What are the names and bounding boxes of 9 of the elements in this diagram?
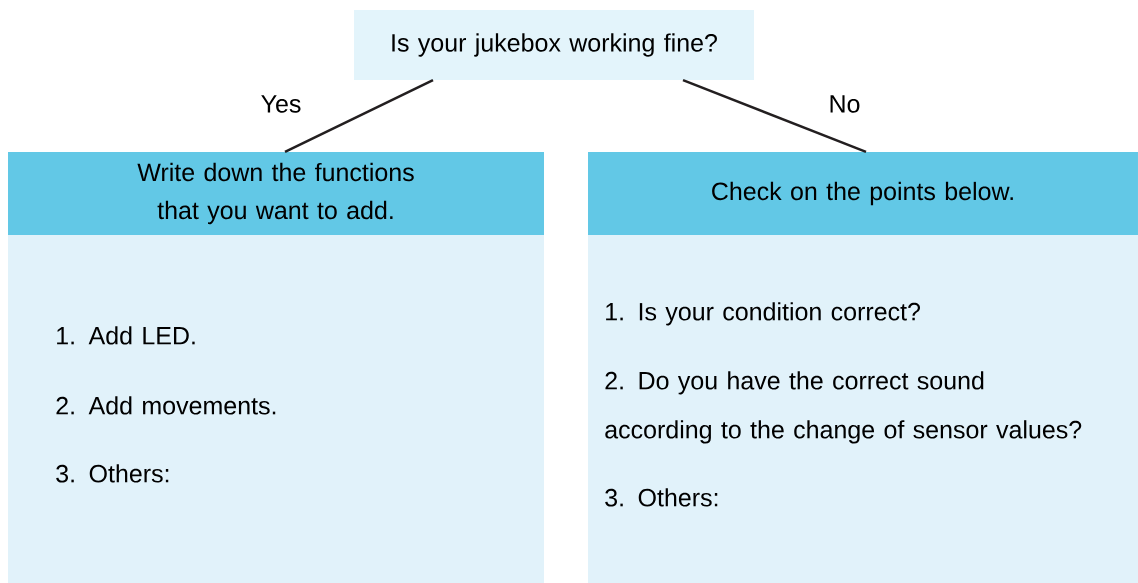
panel: 1. Add LED. 2. Add movements. 3. Others:	[8, 235, 544, 583]
connector-line	[682, 79, 867, 153]
edge-label: Yes	[261, 95, 301, 113]
panel: 1. Is your condition correct? 2. Do you have the correct sound according to the change of sensor values? 3. Others:	[588, 235, 1138, 583]
header-band: Check on the points below.	[588, 152, 1138, 235]
edge-label: No	[830, 95, 860, 113]
connector-line	[284, 79, 434, 153]
header-band: Write down the functions that you want to add.	[8, 152, 544, 235]
question-box: Is your jukebox working fine?	[354, 10, 754, 80]
